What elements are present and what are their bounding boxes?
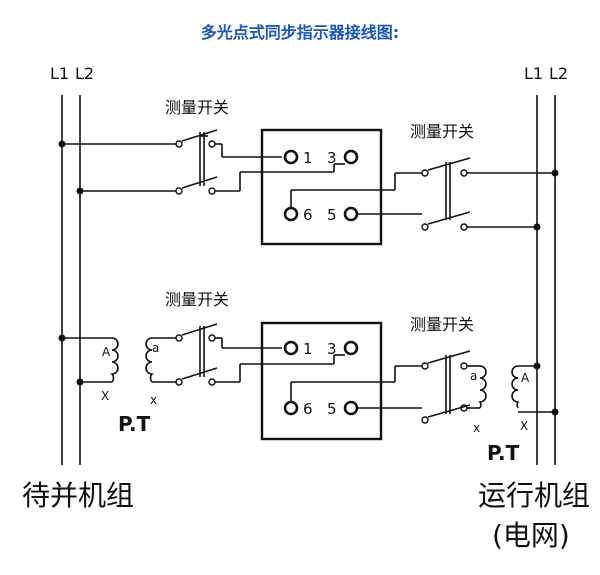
junction-dot: [551, 408, 559, 416]
svg-text:a: a: [152, 341, 159, 355]
junction-dot: [533, 223, 541, 231]
junction-dot: [551, 169, 559, 177]
left-unit-label: 待并机组: [22, 479, 134, 512]
right-unit-label: 运行机组: [478, 479, 590, 512]
svg-text:1: 1: [303, 149, 313, 167]
top-sync-indicator-box: [260, 128, 383, 246]
left-potential-transformer: A X a x: [101, 337, 159, 407]
svg-text:5: 5: [327, 400, 337, 418]
right-potential-transformer: a x A X: [470, 365, 530, 435]
left-bus-l1-label: L1: [50, 64, 69, 83]
bottom-left-measurement-switch[interactable]: [175, 323, 218, 386]
svg-text:3: 3: [327, 149, 337, 167]
bottom-indicator-terminals: 1 3 6 5: [283, 340, 359, 418]
svg-text:X: X: [520, 419, 528, 433]
top-left-measurement-switch[interactable]: [175, 129, 218, 195]
bottom-right-switch-label: 测量开关: [410, 315, 474, 334]
bottom-sync-indicator-box: [260, 321, 383, 441]
top-indicator-terminals: 1 3 6 5: [283, 149, 359, 224]
top-right-switch-label: 测量开关: [410, 122, 474, 141]
right-pt-label: P.T: [487, 441, 520, 465]
bottom-left-switch-label: 测量开关: [165, 290, 229, 309]
svg-text:x: x: [473, 421, 480, 435]
svg-text:a: a: [470, 369, 477, 383]
svg-text:A: A: [102, 345, 111, 359]
top-left-switch-label: 测量开关: [165, 98, 229, 117]
bottom-right-measurement-switch[interactable]: [421, 350, 471, 424]
left-bus-l2-label: L2: [75, 64, 94, 83]
svg-text:5: 5: [327, 206, 337, 224]
diagram-title: 多光点式同步指示器接线图:: [201, 23, 399, 42]
svg-text:X: X: [101, 389, 109, 403]
svg-text:6: 6: [303, 400, 313, 418]
right-bus-l1-label: L1: [524, 64, 543, 83]
svg-text:A: A: [521, 371, 530, 385]
junction-dot: [533, 362, 541, 370]
svg-text:6: 6: [303, 206, 313, 224]
right-bus-l2-label: L2: [549, 64, 568, 83]
svg-text:3: 3: [327, 340, 337, 358]
left-pt-label: P.T: [118, 412, 151, 436]
top-right-measurement-switch[interactable]: [421, 157, 471, 231]
right-unit-sublabel: (电网): [492, 519, 570, 552]
svg-text:x: x: [150, 393, 157, 407]
svg-text:1: 1: [303, 340, 313, 358]
